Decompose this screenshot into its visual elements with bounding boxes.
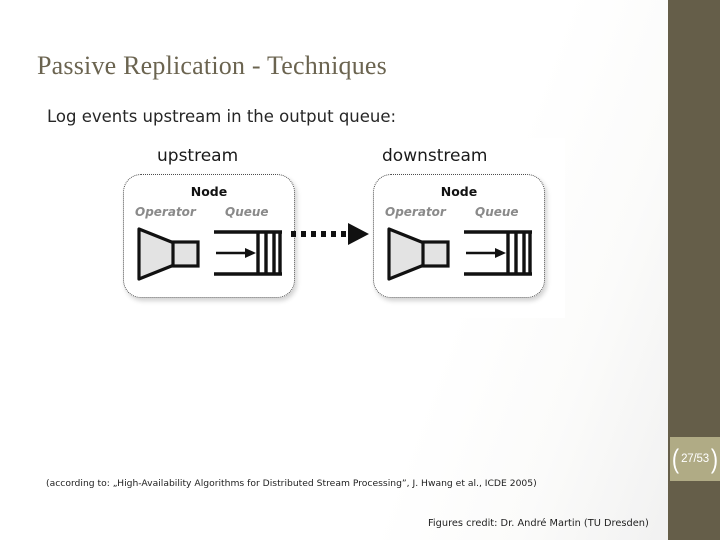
upstream-label: upstream — [157, 146, 239, 166]
bracket-right-icon: ) — [710, 443, 718, 474]
page-number-text: 27/53 — [681, 453, 709, 465]
dataflow-arrow-icon — [291, 223, 369, 245]
upstream-queue-label: Queue — [225, 205, 269, 219]
downstream-queue-label: Queue — [475, 205, 519, 219]
downstream-node-box: Node Operator Queue — [373, 174, 545, 298]
upstream-operator-label: Operator — [135, 205, 196, 219]
bracket-left-icon: ( — [672, 443, 680, 474]
page-title: Passive Replication - Techniques — [37, 51, 387, 80]
page-number-badge: ( 27/53 ) — [670, 437, 720, 481]
operator-icon — [387, 227, 450, 281]
figures-credit: Figures credit: Dr. André Martin (TU Dre… — [428, 518, 649, 529]
downstream-label: downstream — [382, 146, 488, 166]
architecture-diagram: upstream downstream Node Operator Queue — [105, 138, 565, 318]
queue-icon — [464, 230, 532, 276]
downstream-node-title: Node — [440, 184, 478, 199]
upstream-node-box: Node Operator Queue — [123, 174, 295, 298]
source-citation: (according to: „High-Availability Algori… — [46, 478, 537, 489]
queue-icon — [214, 230, 282, 276]
operator-icon — [137, 227, 200, 281]
upstream-node-title: Node — [190, 184, 228, 199]
slide-subtitle: Log events upstream in the output queue: — [47, 107, 397, 126]
downstream-operator-label: Operator — [385, 205, 446, 219]
